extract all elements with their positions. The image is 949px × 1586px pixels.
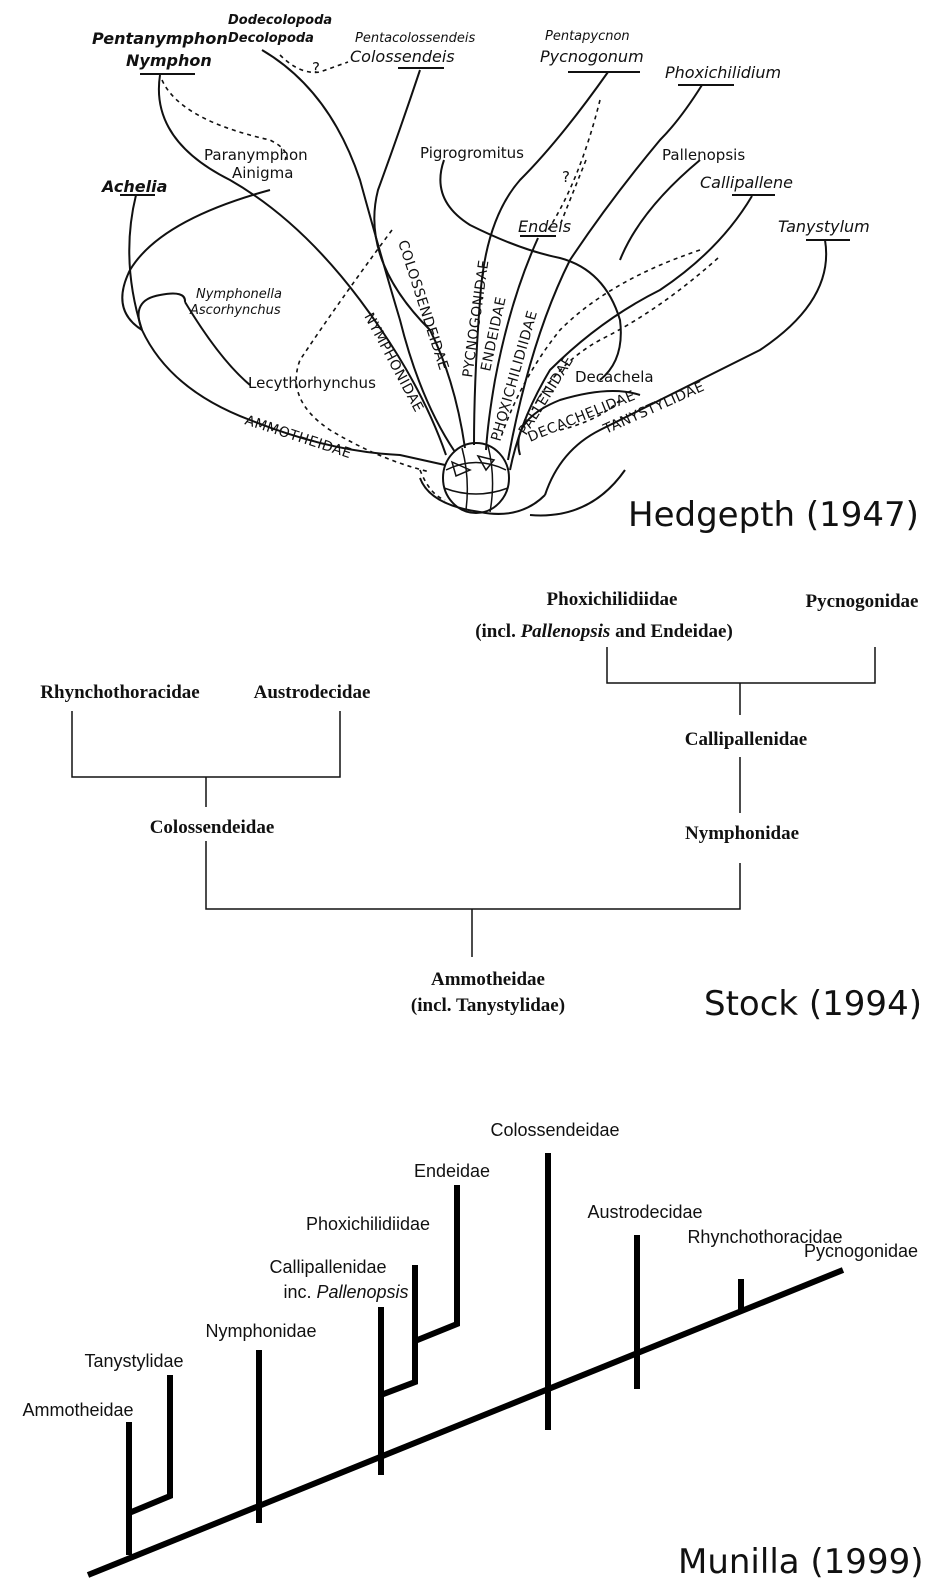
root-sphere <box>442 442 510 514</box>
taxon-pigrogromitus: Pigrogromitus <box>420 144 524 162</box>
munilla-cladogram: Colossendeidae Endeidae Austrodecidae Rh… <box>22 1120 923 1582</box>
family-ammotheidae: AMMOTHEIDAE <box>243 413 354 463</box>
stock-panel: Phoxichilidiidae (incl. Pallenopsis and … <box>0 545 949 1045</box>
munilla-austrodecidae: Austrodecidae <box>587 1202 702 1222</box>
taxon-callipallene: Callipallene <box>700 173 793 192</box>
dashed-lineages <box>161 54 719 501</box>
munilla-tanystylidae: Tanystylidae <box>84 1351 183 1371</box>
munilla-colossendeidae: Colossendeidae <box>490 1120 619 1140</box>
munilla-panel: Colossendeidae Endeidae Austrodecidae Rh… <box>0 1045 949 1586</box>
stock-callipallenidae: Callipallenidae <box>685 729 807 750</box>
stock-cladogram: Phoxichilidiidae (incl. Pallenopsis and … <box>40 589 922 1024</box>
stock-tree-lines <box>71 647 876 957</box>
hedgepeth-panel: Pentanymphon Nymphon Dodecolopoda Decolo… <box>0 0 949 545</box>
solid-lineages <box>120 49 850 517</box>
taxon-nymphonella: Nymphonella <box>196 287 282 302</box>
taxon-pentapycnon: Pentapycnon <box>545 29 630 44</box>
stock-colossendeidae: Colossendeidae <box>150 817 275 838</box>
munilla-callipallenidae-note: inc. Pallenopsis <box>283 1282 408 1302</box>
hedgepeth-diagram: Pentanymphon Nymphon Dodecolopoda Decolo… <box>92 13 919 535</box>
taxon-achelia: Achelia <box>100 177 167 196</box>
taxon-pentacolossendeis: Pentacolossendeis <box>355 31 475 46</box>
taxon-pentanymphon: Pentanymphon <box>92 29 228 48</box>
stock-nymphonidae: Nymphonidae <box>685 823 799 844</box>
stock-phoxichilidiidae-note: (incl. Pallenopsis and Endeidae) <box>475 621 733 642</box>
taxon-pycnogonum: Pycnogonum <box>540 47 644 66</box>
taxon-pallenopsis: Pallenopsis <box>662 146 745 164</box>
credit-hedgepeth: Hedgepth (1947) <box>628 495 919 535</box>
credit-stock: Stock (1994) <box>704 984 922 1024</box>
family-nymphonidae: NYMPHONIDAE <box>360 310 426 415</box>
munilla-phoxichilidiidae: Phoxichilidiidae <box>306 1214 430 1234</box>
stock-ammotheidae-note: (incl. Tanystylidae) <box>411 995 565 1016</box>
stock-pycnogonidae: Pycnogonidae <box>806 591 919 612</box>
munilla-tree-lines <box>86 1153 845 1578</box>
taxon-endeis: Endeis <box>518 217 571 236</box>
taxon-paranymphon: Paranymphon <box>204 146 308 164</box>
question-mark-2: ? <box>562 168 570 186</box>
stock-phoxichilidiidae: Phoxichilidiidae <box>547 589 678 610</box>
stock-austrodecidae: Austrodecidae <box>254 682 371 703</box>
question-mark-1: ? <box>312 59 320 77</box>
munilla-pycnogonidae: Pycnogonidae <box>804 1241 918 1261</box>
taxon-ascorhynchus: Ascorhynchus <box>189 303 281 318</box>
taxon-nymphon: Nymphon <box>126 51 212 70</box>
taxon-decolopoda: Decolopoda <box>228 31 314 46</box>
taxon-ainigma: Ainigma <box>232 164 293 182</box>
taxon-lecythorhynchus: Lecythorhynchus <box>248 374 376 392</box>
munilla-rhynchothoracidae: Rhynchothoracidae <box>687 1227 842 1247</box>
taxon-decachela: Decachela <box>575 368 654 386</box>
taxon-phoxichilidium: Phoxichilidium <box>665 63 781 82</box>
munilla-endeidae: Endeidae <box>414 1161 490 1181</box>
stock-rhynchothoracidae: Rhynchothoracidae <box>40 682 199 703</box>
taxon-tanystylum: Tanystylum <box>778 217 870 236</box>
taxon-colossendeis: Colossendeis <box>350 47 455 66</box>
munilla-callipallenidae: Callipallenidae <box>269 1257 386 1277</box>
munilla-nymphonidae: Nymphonidae <box>205 1321 316 1341</box>
taxon-dodecolopoda: Dodecolopoda <box>228 13 332 28</box>
stock-ammotheidae: Ammotheidae <box>431 969 545 990</box>
credit-munilla: Munilla (1999) <box>678 1542 923 1582</box>
munilla-ammotheidae: Ammotheidae <box>22 1400 133 1420</box>
family-colossendeidae: COLOSSENDEIDAE <box>394 238 451 372</box>
